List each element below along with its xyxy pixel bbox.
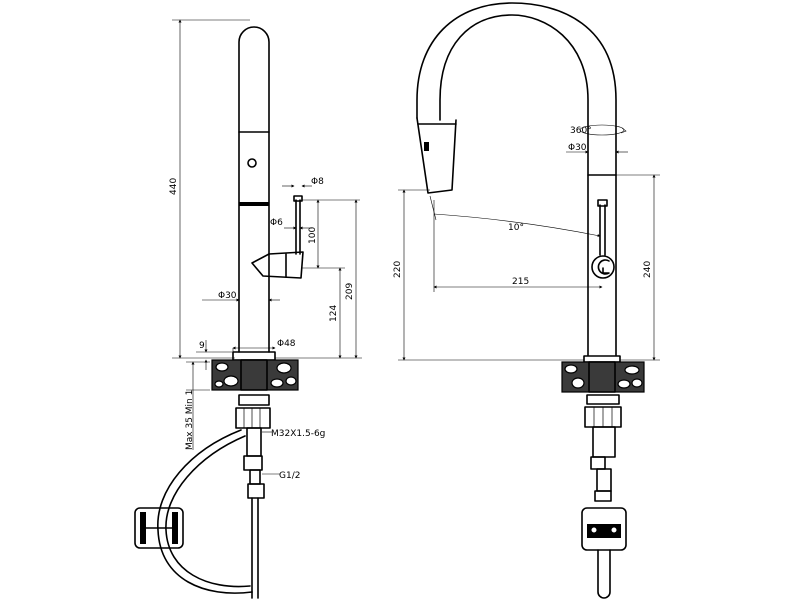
left-dim-inlet: G1/2 <box>279 471 300 481</box>
left-pullout-hose <box>157 429 253 594</box>
right-inlet-fitting-b <box>596 468 612 492</box>
right-dim-220: 220 <box>393 261 403 278</box>
left-inlet-stem <box>249 469 261 485</box>
left-handle-body <box>251 251 304 279</box>
left-mount-nut <box>235 407 271 429</box>
left-button-icon <box>247 158 257 168</box>
left-dim-thread: M32X1.5-6g <box>271 429 325 439</box>
left-dim-d48: Φ48 <box>277 339 296 349</box>
right-countertop-stones <box>564 364 643 389</box>
left-washer <box>238 394 270 406</box>
right-rotation-arrow <box>620 127 627 134</box>
right-handle-knob-mark <box>597 259 610 275</box>
right-dim-10deg: 10° <box>508 223 524 233</box>
right-handle-knob <box>591 255 615 279</box>
left-dim-440: 440 <box>169 178 179 195</box>
right-front-view <box>416 2 645 599</box>
right-rotation-arc <box>579 124 625 136</box>
left-side-view <box>134 26 304 599</box>
right-hose-weight <box>581 507 627 551</box>
left-dim-124: 124 <box>329 305 339 322</box>
left-sprayer-ring-bottom <box>239 202 269 206</box>
right-dim-240: 240 <box>643 261 653 278</box>
left-dim-100: 100 <box>308 227 318 244</box>
left-inlet-nut <box>247 483 265 499</box>
left-dim-d8-label: Φ8 <box>311 177 324 187</box>
left-hose-shank <box>246 427 262 457</box>
left-dim-9: 9 <box>199 341 205 351</box>
left-pipe-outline <box>238 26 270 353</box>
left-dim-209: 209 <box>345 283 355 300</box>
right-mount-nut <box>584 406 622 428</box>
left-base-plate <box>232 351 276 361</box>
right-sprayer-button <box>424 142 429 151</box>
right-dimensions: 360° Φ30 10° 220 215 240 <box>393 124 660 361</box>
left-dim-d30: Φ30 <box>218 291 237 301</box>
right-dim-215: 215 <box>512 277 529 287</box>
right-shank-through <box>588 361 616 393</box>
right-angle-arc <box>433 213 601 237</box>
right-dim-d30: Φ30 <box>568 143 587 153</box>
right-inlet-fitting-a <box>590 456 606 470</box>
right-dim-360: 360° <box>570 126 592 136</box>
right-inlet-nut <box>594 490 612 502</box>
left-hose-weight <box>134 507 184 549</box>
right-pullout-hose <box>597 549 611 599</box>
right-gooseneck-outer <box>439 14 589 356</box>
right-base-plate <box>583 355 621 363</box>
right-gooseneck-inner <box>416 2 617 356</box>
left-dim-countertop: Max 35 Min 1 <box>185 390 195 450</box>
left-countertop-stones <box>214 362 297 388</box>
left-dimensions: 440 Φ30 Φ8 Φ6 100 209 124 9 Φ48 Max 35 M… <box>169 19 362 481</box>
right-sprayer-head <box>416 117 457 194</box>
left-dim-d6: Φ6 <box>270 218 283 228</box>
left-pullout-hose-inner <box>165 435 251 588</box>
left-handle-pin <box>293 195 303 202</box>
left-shank-through <box>240 359 268 391</box>
right-handle-pin <box>597 199 608 207</box>
right-hose-shank <box>592 426 616 458</box>
right-washer <box>586 394 620 405</box>
left-hose-fitting <box>243 455 263 471</box>
right-angle-ref <box>429 195 437 221</box>
